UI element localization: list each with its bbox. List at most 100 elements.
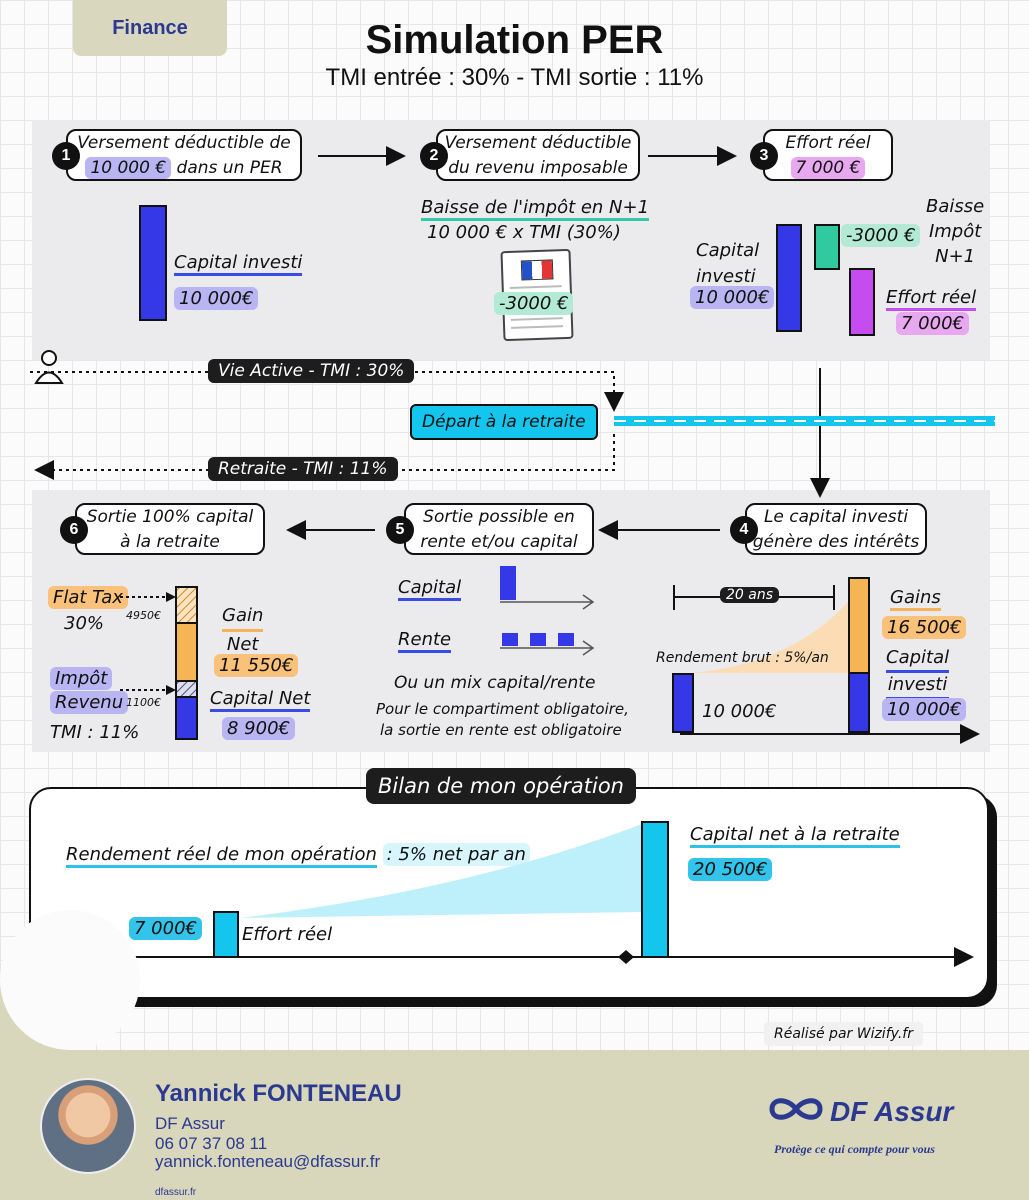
step-6-flat-tax: Flat Tax bbox=[48, 586, 128, 609]
step-4-capital-bar bbox=[848, 672, 870, 733]
avatar bbox=[40, 1078, 136, 1174]
depart-retraite-label: Départ à la retraite bbox=[410, 404, 598, 440]
step-5-note2: la sortie en rente est obligatoire bbox=[380, 721, 622, 739]
step-4-gains-value: 16 500€ bbox=[882, 616, 967, 639]
step-6-box: Sortie 100% capital à la retraite bbox=[75, 503, 265, 555]
bilan-rendement-value: : 5% net par an bbox=[382, 843, 530, 866]
footer-curve bbox=[0, 980, 70, 1060]
step-2-heading: Baisse de l'impôt en N+1 bbox=[421, 197, 650, 221]
step-1-number: 1 bbox=[52, 142, 80, 170]
step-4-chart bbox=[672, 577, 980, 744]
vie-active-dotted-line bbox=[30, 371, 624, 412]
step-6-capital-net-value: 8 900€ bbox=[222, 717, 295, 740]
step-4-capital-label-1: Capital bbox=[886, 646, 950, 673]
step-5-rente-bar-1 bbox=[502, 633, 518, 646]
step-3-capital-label-1: Capital bbox=[696, 240, 760, 261]
step-4-line1: Le capital investi bbox=[763, 507, 909, 527]
bilan-effort-value-wrap: 7 000€ bbox=[129, 917, 202, 940]
step-6-impot-segment bbox=[175, 680, 198, 698]
step-3-tax-value: -3000 € bbox=[841, 224, 921, 247]
step-6-impot-1: Impôt bbox=[50, 667, 113, 690]
step-5-rente-bar-2 bbox=[530, 633, 546, 646]
step-6-flat-rate: 30% bbox=[64, 613, 105, 634]
contact-name: Yannick FONTENEAU bbox=[155, 1080, 402, 1107]
step-5-capital-axis bbox=[500, 594, 595, 610]
step-5-rente-bar-3 bbox=[558, 633, 574, 646]
footer: Yannick FONTENEAU DF Assur 06 07 37 08 1… bbox=[0, 1050, 1029, 1200]
step-1-line1: Versement déductible de bbox=[77, 133, 291, 153]
step-6-capital-net-value-wrap: 8 900€ bbox=[222, 717, 295, 740]
step-3-tax-label: Baisse Impôt N+1 bbox=[926, 194, 984, 269]
step-4-capital-value-wrap: 10 000€ bbox=[882, 698, 967, 721]
contact-email[interactable]: yannick.fonteneau@dfassur.fr bbox=[155, 1152, 381, 1171]
bilan-effort-bar bbox=[213, 911, 239, 958]
step-3-effort-bar bbox=[849, 268, 875, 336]
step-4-rate: Rendement brut : 5%/an bbox=[656, 650, 829, 666]
bilan-title: Bilan de mon opération bbox=[366, 768, 636, 804]
step-3-tax-label-1: Baisse bbox=[926, 196, 985, 217]
bilan-chart bbox=[62, 821, 974, 967]
bilan-capital-value: 20 500€ bbox=[688, 858, 773, 881]
step-5-mix: Ou un mix capital/rente bbox=[394, 673, 596, 693]
step-3-tax-label-3: N+1 bbox=[935, 246, 976, 267]
step-4-initial-bar bbox=[672, 673, 694, 733]
retraite-label: Retraite - TMI : 11% bbox=[208, 457, 398, 481]
step-2-formula: 10 000 € x TMI (30%) bbox=[427, 222, 621, 243]
step-6-gain-value-wrap: 11 550€ bbox=[214, 654, 299, 677]
step-6-tmi: TMI : 11% bbox=[50, 722, 140, 743]
bilan-rendement: Rendement réel de mon opération : 5% net… bbox=[66, 843, 530, 868]
page-subtitle: TMI entrée : 30% - TMI sortie : 11% bbox=[325, 64, 704, 91]
step-3-tax-value-wrap: -3000 € bbox=[841, 224, 921, 247]
step-4-capital-label: Capital investi bbox=[886, 646, 950, 700]
contact-site[interactable]: dfassur.fr bbox=[155, 1187, 197, 1198]
category-tag: Finance bbox=[73, 0, 227, 56]
step-4-years-label: 20 ans bbox=[720, 587, 780, 603]
step-6-impot-2: Revenu bbox=[50, 691, 129, 714]
step-2-line2: du revenu imposable bbox=[448, 158, 628, 178]
step-5-box: Sortie possible en rente et/ou capital bbox=[404, 503, 594, 555]
step-6-flat-amount: 4950€ bbox=[126, 609, 161, 622]
step-2-box: Versement déductible du revenu imposable bbox=[436, 129, 640, 181]
bilan-effort-label: Effort réel bbox=[242, 924, 333, 945]
step-3-effort-value: 7 000€ bbox=[896, 312, 969, 335]
step-1-rest: dans un PER bbox=[176, 158, 283, 178]
step-6-gain-value: 11 550€ bbox=[214, 654, 299, 677]
step-4-capital-value: 10 000€ bbox=[882, 698, 967, 721]
step-3-effort-label: Effort réel bbox=[886, 287, 977, 311]
step-5-rente-label: Rente bbox=[398, 629, 452, 653]
step-4-gains-label: Gains bbox=[890, 587, 941, 611]
step-6-capital-net-label: Capital Net bbox=[210, 688, 311, 712]
step-3-capital-bar bbox=[776, 224, 802, 332]
step-4-capital-label-2: investi bbox=[886, 673, 950, 700]
step-4-box: Le capital investi génère des intérêts bbox=[745, 503, 927, 555]
step-6-capital-net-segment bbox=[175, 696, 198, 740]
step-3-box: Effort réel 7 000 € bbox=[763, 129, 893, 181]
step-2-amount: -3000 € bbox=[494, 292, 574, 315]
brand-tagline: Protège ce qui compte pour vous bbox=[774, 1142, 935, 1156]
step-3-tax-bar bbox=[814, 224, 840, 270]
contact-phone[interactable]: 06 07 37 08 11 bbox=[155, 1134, 268, 1153]
step-5-capital-bar bbox=[500, 566, 516, 600]
bilan-capital-bar bbox=[641, 821, 669, 958]
person-icon bbox=[34, 350, 64, 384]
step-5-note1: Pour le compartiment obligatoire, bbox=[376, 700, 629, 718]
step-2-line1: Versement déductible bbox=[444, 133, 632, 153]
bilan-growth-area bbox=[240, 824, 642, 918]
step-4-gains-bar bbox=[848, 577, 870, 674]
step-3-line1: Effort réel bbox=[785, 133, 871, 153]
step-5-axes bbox=[500, 594, 595, 656]
step-3-capital-value: 10 000€ bbox=[690, 286, 775, 309]
step-6-chart bbox=[120, 586, 198, 740]
step-6-flat-tax-segment bbox=[175, 586, 198, 624]
step-5-capital-label: Capital bbox=[398, 577, 462, 601]
step-3-capital-value-wrap: 10 000€ bbox=[690, 286, 775, 309]
step-6-flat-tax-pointer-head bbox=[166, 592, 176, 602]
bilan-effort-value: 7 000€ bbox=[129, 917, 202, 940]
brand-name: DF Assur bbox=[830, 1096, 954, 1127]
step-1-box: Versement déductible de 10 000 € dans un… bbox=[66, 129, 302, 181]
step-5-line2: rente et/ou capital bbox=[420, 532, 578, 552]
step-6-gain-label-1: Gain bbox=[222, 603, 264, 632]
step-4-number: 4 bbox=[730, 516, 758, 544]
step-6-impot-pointer-head bbox=[166, 685, 176, 695]
step-5-number: 5 bbox=[386, 516, 414, 544]
